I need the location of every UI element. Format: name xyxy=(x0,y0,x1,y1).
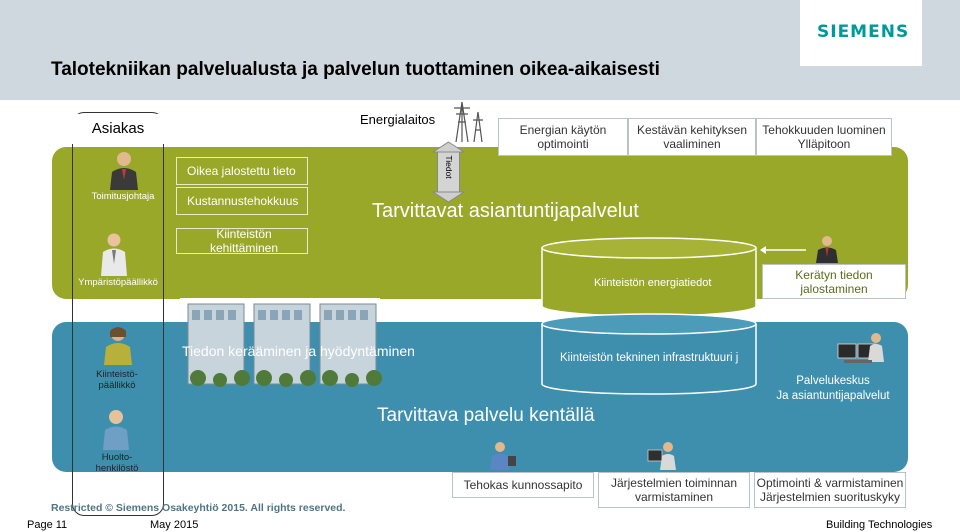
maintenance-staff-role-label: Huolto- henkilöstö xyxy=(82,452,152,474)
system-performance-box: Optimointi & varmistaminen Järjestelmien… xyxy=(754,472,906,508)
footer-division: Building Technologies xyxy=(826,519,932,531)
data-refining-box: Kerätyn tiedon jalostaminen xyxy=(762,264,906,299)
system-function-box: Järjestelmien toiminnan varmistaminen xyxy=(598,472,750,508)
property-manager-person-icon xyxy=(100,325,136,365)
office-buildings-icon xyxy=(180,296,420,388)
technician-person-icon xyxy=(486,440,518,470)
energy-optimization-box: Energian käytön optimointi xyxy=(498,118,628,156)
footer-restricted-notice: Restricted © Siemens Osakeyhtiö 2015. Al… xyxy=(51,502,345,514)
property-development-box: Kiinteistön kehittäminen xyxy=(176,228,308,254)
cost-efficiency-box: Kustannustehokkuus xyxy=(176,187,308,215)
energy-data-label: Kiinteistön energiatiedot xyxy=(594,277,711,289)
data-arrow-label: Tiedot xyxy=(444,152,454,182)
maintenance-staff-person-icon xyxy=(100,408,132,450)
expert-services-headline: Tarvittavat asiantuntijapalvelut xyxy=(372,200,639,223)
ceo-role-label: Toimitusjohtaja xyxy=(82,191,164,202)
footer-page-number: Page 11 xyxy=(27,519,67,531)
maintenance-efficiency-box: Tehokkuuden luominen Ylläpitoon xyxy=(756,118,892,156)
page-title: Talotekniikan palvelualusta ja palvelun … xyxy=(51,59,660,81)
sustainability-box: Kestävän kehityksen vaaliminen xyxy=(628,118,756,156)
efficient-maintenance-box: Tehokas kunnossapito xyxy=(452,472,594,498)
footer-date: May 2015 xyxy=(150,519,198,531)
property-manager-role-label: Kiinteistö- päällikkö xyxy=(82,369,152,391)
operator-computer-icon xyxy=(646,440,678,470)
service-center-operator-icon xyxy=(836,330,886,370)
energy-company-label: Energialaitos xyxy=(360,112,435,127)
expert-person-icon xyxy=(814,235,840,263)
customer-label: Asiakas xyxy=(70,114,166,144)
ceo-person-icon xyxy=(106,150,142,190)
power-pylon-icon xyxy=(450,100,486,144)
infrastructure-label: Kiinteistön tekninen infrastruktuuri j xyxy=(560,352,738,364)
environment-manager-role-label: Ympäristöpäällikkö xyxy=(70,277,166,288)
refined-info-box: Oikea jalostettu tieto xyxy=(176,157,308,185)
siemens-logo: SIEMENS xyxy=(817,22,909,42)
data-collection-label: Tiedon kerääminen ja hyödyntäminen xyxy=(182,343,415,359)
field-services-headline: Tarvittava palvelu kentällä xyxy=(377,405,595,427)
arrow-left-icon xyxy=(758,244,808,256)
service-center-label: Palvelukeskus Ja asiantuntijapalvelut xyxy=(768,374,898,404)
environment-manager-person-icon xyxy=(98,232,130,276)
